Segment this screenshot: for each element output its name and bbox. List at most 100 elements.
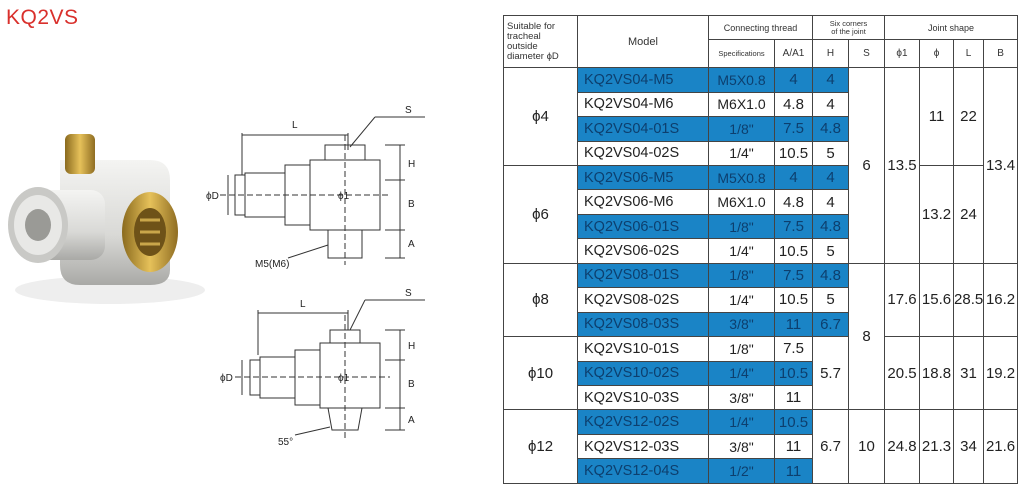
thread-spec-cell: M5X0.8 [708, 67, 775, 93]
thread-spec-cell: M5X0.8 [708, 164, 775, 191]
phi-cell: 21.3 [919, 409, 955, 484]
model-cell: KQ2VS06-02S [577, 238, 709, 264]
dim-phi1-label: ϕ1 [338, 191, 350, 202]
header-h: H [812, 39, 849, 69]
model-cell: KQ2VS12-03S [577, 433, 709, 460]
table-row: ϕ4 KQ2VS04-M5 M5X0.8 4 4 6 13.5 11 22 13… [503, 67, 1019, 264]
thread-spec-cell: 1/8" [708, 262, 775, 289]
header-a-a1: A/A1 [774, 39, 813, 69]
h-cell: 5 [812, 287, 849, 313]
s-cell: 10 [847, 409, 886, 484]
dim-l-label: L [292, 120, 298, 131]
a-a1-cell: 7.5 [774, 213, 813, 240]
phi1-cell: 13.5 [884, 67, 921, 264]
table-row: ϕ6 KQ2VS06-M5 M5X0.8 4 4 13.2 24 [503, 164, 1018, 264]
a-a1-cell: 4 [774, 67, 813, 93]
a-a1-cell: 10.5 [774, 238, 813, 264]
header-b: B [983, 39, 1019, 69]
model-cell: KQ2VS10-01S [577, 336, 709, 362]
l-cell: 31 [953, 336, 985, 411]
phi-cell: 15.6 [919, 262, 955, 338]
a-a1-cell: 7.5 [774, 262, 813, 289]
model-cell: KQ2VS04-M6 [577, 91, 709, 118]
h-cell: 4.8 [812, 116, 849, 142]
dim-l-label: L [300, 299, 306, 310]
phi-cell: 18.8 [919, 336, 955, 411]
a-a1-cell: 11 [774, 433, 813, 460]
dim-a-label: A [408, 239, 415, 250]
thread-spec-cell: 1/2" [708, 458, 775, 484]
h-cell: 4 [812, 164, 849, 191]
phi1-cell: 17.6 [884, 262, 921, 338]
a-a1-cell: 10.5 [774, 287, 813, 313]
model-cell: KQ2VS08-01S [577, 262, 709, 289]
thread-spec-cell: 3/8" [708, 433, 775, 460]
model-cell: KQ2VS06-M6 [577, 189, 709, 215]
dim-d-label: ϕD [220, 373, 233, 384]
model-cell: KQ2VS04-01S [577, 116, 709, 142]
table-row: KQ2VS04-M6 M6X1.0 4.8 4 [504, 91, 1018, 118]
b-cell: 16.2 [983, 262, 1019, 338]
header-s: S [847, 39, 886, 69]
header-phi: ϕ [919, 39, 955, 69]
l-cell: 28.5 [953, 262, 985, 338]
port-label: M5(M6) [255, 259, 289, 270]
thread-spec-cell: 1/4" [708, 140, 775, 166]
l-cell: 34 [953, 409, 985, 484]
model-cell: KQ2VS06-01S [577, 213, 709, 240]
technical-drawing-top: L S H B A ϕD ϕ1 M5(M6) [206, 105, 425, 270]
table-row: KQ2VS04-02S 1/4" 10.5 5 [504, 140, 1018, 166]
model-cell: KQ2VS06-M5 [577, 164, 709, 191]
thread-spec-cell: 1/8" [708, 213, 775, 240]
table-row: KQ2VS06-M6 M6X1.0 4.8 4 [504, 189, 1018, 215]
a-a1-cell: 4.8 [774, 189, 813, 215]
technical-drawing-bottom: L S H B A ϕD ϕ1 55° [220, 288, 425, 448]
model-cell: KQ2VS08-03S [577, 311, 709, 338]
h-cell: 4.8 [812, 213, 849, 240]
thread-spec-cell: 3/8" [708, 311, 775, 338]
dim-b-label: B [408, 379, 415, 390]
phi-cell: 13.2 [919, 164, 955, 264]
product-title: KQ2VS [6, 6, 79, 29]
header-joint-shape: Joint shape [884, 14, 1019, 41]
h-cell: 6.7 [812, 311, 849, 338]
table-row: ϕ12 KQ2VS12-02S 1/4" 10.5 6.7 10 24.8 21… [503, 409, 1019, 484]
header-l: L [953, 39, 985, 69]
h-cell: 4 [812, 189, 849, 215]
thread-spec-cell: 1/4" [708, 238, 775, 264]
s-cell: 6 [847, 67, 886, 264]
table-row: KQ2VS08-02S 1/4" 10.5 5 [504, 287, 1018, 313]
model-cell: KQ2VS12-04S [577, 458, 709, 484]
table-row: ϕ8 KQ2VS08-01S 1/8" 7.5 4.8 8 17.6 15.6 … [503, 262, 1019, 411]
model-cell: KQ2VS10-03S [577, 385, 709, 411]
b-cell: 19.2 [983, 336, 1019, 411]
phi1-cell: 20.5 [884, 336, 921, 411]
thread-spec-cell: M6X1.0 [708, 189, 775, 215]
h-cell: 4 [812, 91, 849, 118]
thread-spec-cell: 3/8" [708, 385, 775, 411]
header-model: Model [577, 14, 709, 69]
fitting-photo [8, 134, 205, 304]
h-cell: 5 [812, 140, 849, 166]
diameter-cell: ϕ12 [503, 409, 578, 484]
thread-spec-cell: 1/4" [708, 287, 775, 313]
thread-spec-cell: 1/4" [708, 360, 775, 387]
angle-label: 55° [278, 437, 293, 448]
thread-spec-cell: 1/4" [708, 409, 775, 435]
b-cell: 13.4 [983, 67, 1019, 264]
h-cell: 6.7 [812, 409, 849, 484]
dim-h-label: H [408, 341, 415, 352]
table-row: KQ2VS06-02S 1/4" 10.5 5 [504, 238, 1018, 264]
l-cell: 22 [953, 67, 985, 166]
dim-s-label: S [405, 288, 412, 299]
table-row: KQ2VS12-03S 3/8" 11 [504, 433, 1018, 460]
h-cell: 5 [812, 238, 849, 264]
a-a1-cell: 10.5 [774, 409, 813, 435]
b-cell: 21.6 [983, 409, 1019, 484]
phi-cell: 11 [919, 67, 955, 166]
header-connecting-thread: Connecting thread [708, 14, 813, 41]
dim-b-label: B [408, 199, 415, 210]
h-cell: 4 [812, 67, 849, 93]
dim-a-label: A [408, 415, 415, 426]
